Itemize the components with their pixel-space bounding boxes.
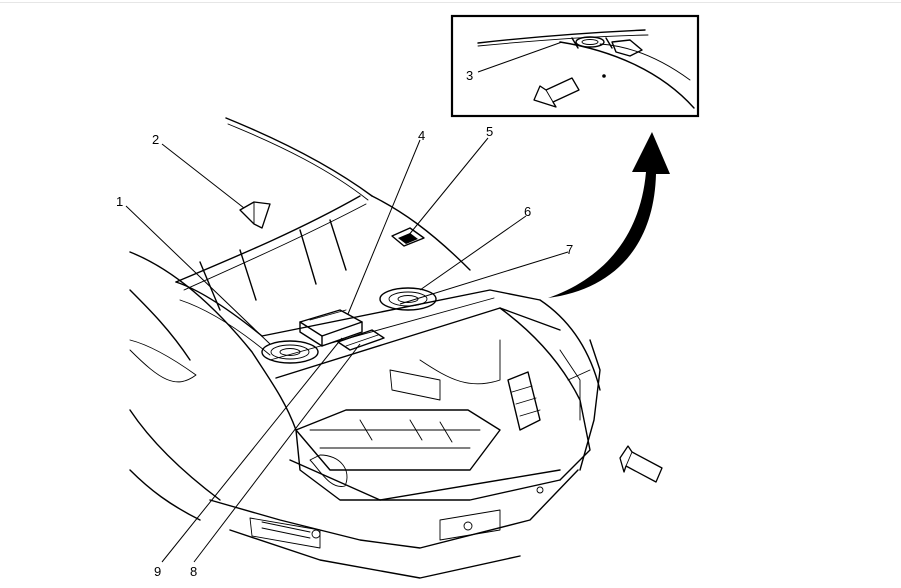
vehicle-body	[129, 117, 601, 579]
leader-1	[125, 205, 271, 345]
view-arrow-rear-window	[239, 201, 271, 229]
leader-lines	[125, 41, 569, 563]
callout-numbers: 1 2 3 4 5 6 7 8 9	[116, 68, 573, 579]
view-arrow-main	[619, 445, 663, 483]
speaker-left	[261, 340, 319, 364]
detail-inset	[450, 14, 700, 118]
detail-inset-drawing	[477, 29, 695, 109]
speaker-right	[379, 287, 437, 311]
leader-3	[477, 41, 563, 73]
top-border-line	[0, 2, 901, 3]
callout-4: 4	[418, 128, 425, 143]
callout-3: 3	[466, 68, 473, 83]
callout-9: 9	[154, 564, 161, 579]
connector-bracket	[337, 329, 385, 351]
transition-arrow	[548, 132, 670, 298]
callout-1: 1	[116, 194, 123, 209]
amplifier-module	[299, 309, 363, 347]
view-arrow-inset	[533, 77, 580, 108]
callout-7: 7	[566, 242, 573, 257]
leader-6	[419, 215, 527, 291]
callout-2: 2	[152, 132, 159, 147]
leader-2	[161, 143, 245, 209]
leader-8	[193, 343, 361, 563]
leader-5	[407, 137, 489, 237]
detail-inset-frame	[450, 14, 700, 118]
leader-4	[347, 139, 421, 315]
leader-9	[161, 337, 343, 563]
callout-8: 8	[190, 564, 197, 579]
leader-7	[399, 251, 569, 305]
callout-5: 5	[486, 124, 493, 139]
rear-pad	[391, 227, 425, 247]
callout-6: 6	[524, 204, 531, 219]
trunk-hinge	[507, 371, 541, 431]
